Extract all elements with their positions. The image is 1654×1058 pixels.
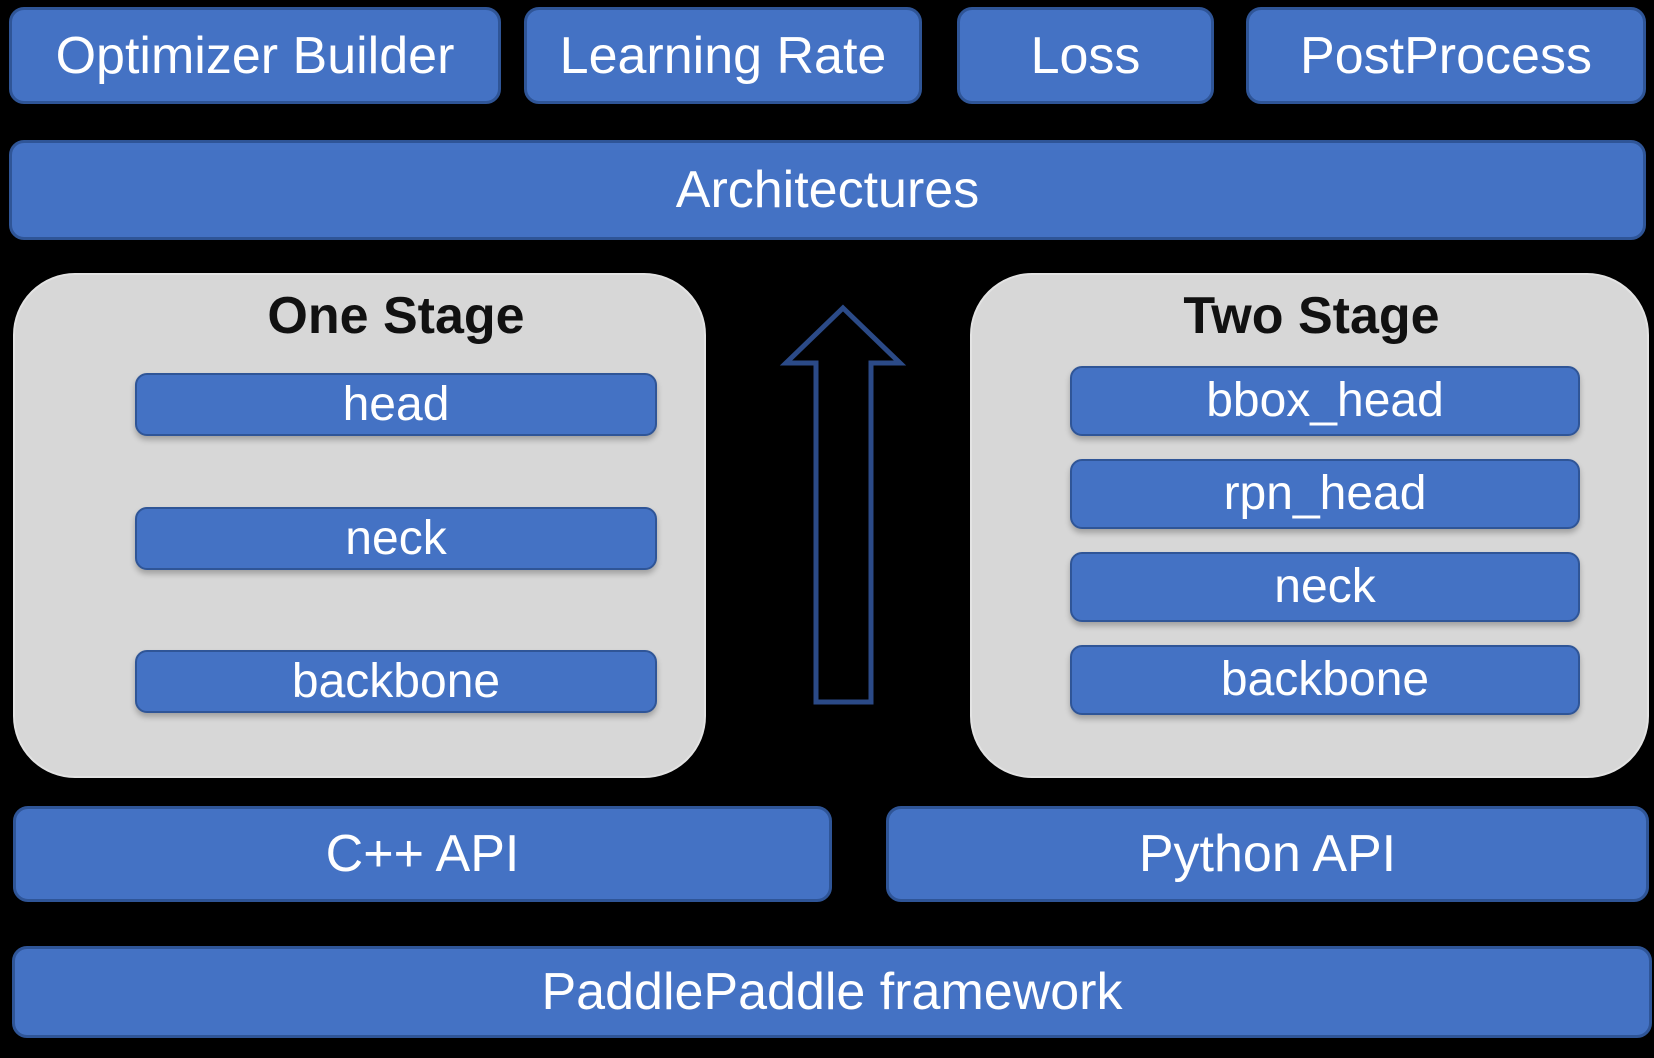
one-stage-container: One Stage head neck backbone xyxy=(13,273,706,778)
cpp-api-box: C++ API xyxy=(13,806,832,902)
up-arrow-outline xyxy=(779,304,907,705)
two-stage-container: Two Stage bbox_head rpn_head neck backbo… xyxy=(970,273,1649,778)
two-stage-layer-neck: neck xyxy=(1070,552,1580,622)
two-stage-layer-rpn-head: rpn_head xyxy=(1070,459,1580,529)
one-stage-title: One Stage xyxy=(267,287,525,345)
up-arrow-icon xyxy=(779,304,907,705)
two-stage-layer-backbone: backbone xyxy=(1070,645,1580,715)
optimizer-builder-box: Optimizer Builder xyxy=(9,7,501,104)
one-stage-layer-neck: neck xyxy=(135,507,657,570)
two-stage-layer-bbox-head: bbox_head xyxy=(1070,366,1580,436)
architectures-bar: Architectures xyxy=(9,140,1646,240)
loss-box: Loss xyxy=(957,7,1214,104)
paddlepaddle-framework-bar: PaddlePaddle framework xyxy=(12,946,1652,1038)
one-stage-layer-head: head xyxy=(135,373,657,436)
two-stage-title: Two Stage xyxy=(1183,287,1440,345)
one-stage-layer-backbone: backbone xyxy=(135,650,657,713)
python-api-box: Python API xyxy=(886,806,1649,902)
learning-rate-box: Learning Rate xyxy=(524,7,922,104)
postprocess-box: PostProcess xyxy=(1246,7,1646,104)
